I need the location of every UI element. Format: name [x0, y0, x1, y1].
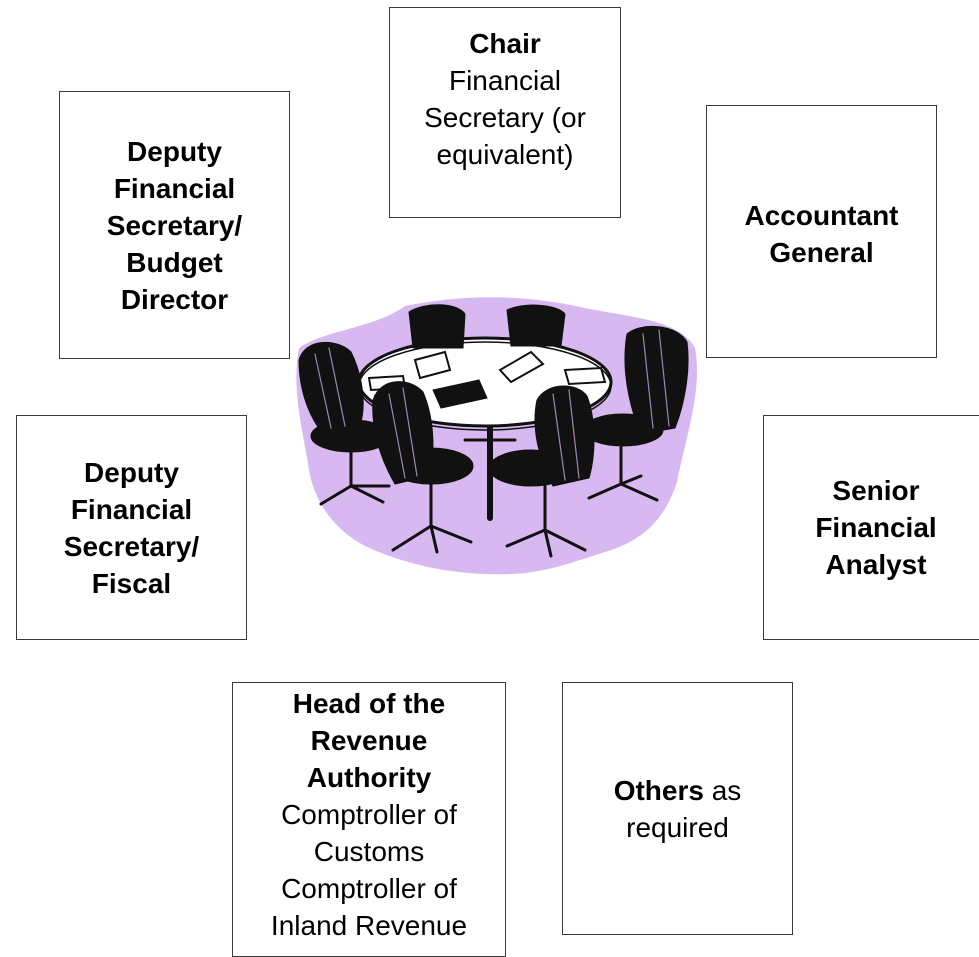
deputy-fiscal-line-3: Secretary/: [63, 530, 200, 562]
deputy-budget-line-2: Financial: [113, 172, 236, 204]
chair-title: Chair: [469, 28, 541, 59]
chair-box: Chair Financial Secretary (or equivalent…: [389, 7, 621, 218]
others-line-1: Others as: [614, 772, 742, 809]
revenue-head-box: Head of the Revenue Authority Comptrolle…: [232, 682, 506, 957]
deputy-budget-box: Deputy Financial Secretary/ Budget Direc…: [59, 91, 290, 359]
deputy-fiscal-line-1: Deputy: [84, 456, 179, 488]
deputy-budget-line-4: Budget: [126, 246, 223, 278]
deputy-fiscal-line-4: Fiscal: [91, 567, 172, 599]
revenue-line-2: Customs: [313, 836, 425, 867]
meeting-table-group: [298, 304, 689, 558]
deputy-fiscal-box: Deputy Financial Secretary/ Fiscal: [16, 415, 247, 640]
others-suffix: as: [711, 774, 742, 806]
chair-line-3: equivalent): [436, 139, 574, 170]
accountant-general-box: Accountant General: [706, 105, 937, 358]
deputy-budget-line-1: Deputy: [127, 135, 222, 167]
deputy-fiscal-line-2: Financial: [70, 493, 193, 525]
revenue-line-4: Inland Revenue: [270, 910, 468, 941]
revenue-title-line-2: Revenue: [310, 725, 428, 756]
senior-analyst-box: Senior Financial Analyst: [763, 415, 979, 640]
revenue-line-1: Comptroller of: [281, 799, 457, 830]
revenue-title-line-3: Authority: [306, 762, 432, 793]
revenue-title-line-1: Head of the: [292, 688, 446, 719]
senior-analyst-line-2: Financial: [815, 512, 937, 543]
others-title: Others: [613, 774, 704, 806]
meeting-table-chairs-icon: [296, 297, 698, 575]
chair-line-2: Secretary (or: [424, 102, 586, 133]
revenue-line-3: Comptroller of: [281, 873, 457, 904]
deputy-budget-line-5: Director: [120, 283, 229, 315]
accountant-general-line-2: General: [769, 237, 874, 268]
others-box: Others as required: [562, 682, 793, 935]
senior-analyst-line-1: Senior: [832, 475, 920, 506]
others-line-2: required: [626, 811, 729, 843]
accountant-general-line-1: Accountant: [744, 200, 899, 231]
chair-line-1: Financial: [448, 65, 562, 96]
deputy-budget-line-3: Secretary/: [106, 209, 243, 241]
senior-analyst-line-3: Analyst: [825, 549, 927, 580]
